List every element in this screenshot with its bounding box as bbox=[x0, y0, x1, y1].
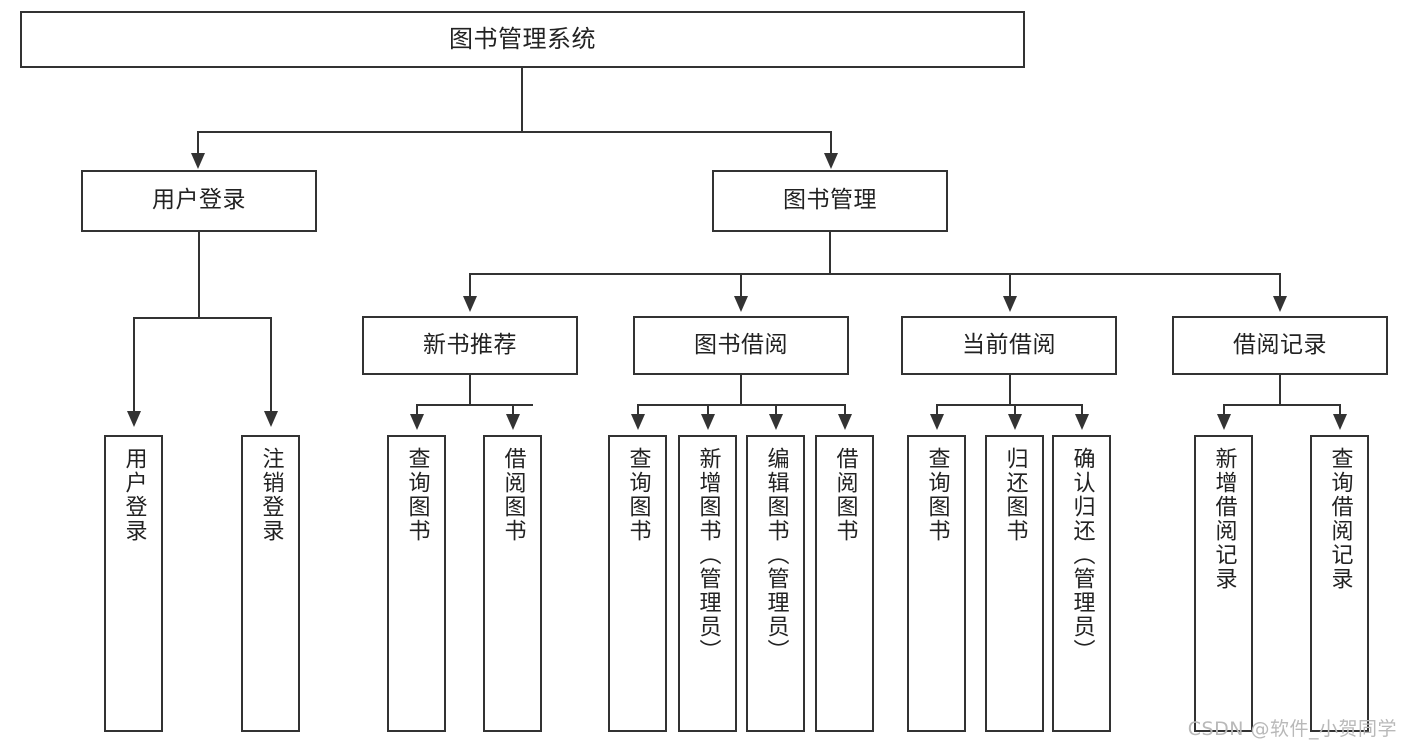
arrow-borrow-record bbox=[1273, 296, 1287, 312]
connector-drop-cb-1 bbox=[936, 404, 938, 416]
node-current-borrow[interactable]: 当前借阅 bbox=[901, 316, 1117, 375]
connector-book-mgmt-trunk bbox=[829, 232, 831, 274]
arrow-leaf-return-book bbox=[1008, 414, 1022, 430]
node-leaf-logout[interactable]: 注销登录 bbox=[241, 435, 300, 732]
node-label: 查询图书 bbox=[404, 447, 430, 543]
node-leaf-query-record[interactable]: 查询借阅记录 bbox=[1310, 435, 1369, 732]
connector-drop-bb-1 bbox=[637, 404, 639, 416]
connector-drop-current-borrow bbox=[1009, 273, 1011, 298]
connector-drop-br-2 bbox=[1339, 404, 1341, 416]
node-label: 查询图书 bbox=[625, 447, 651, 543]
connector-cb-trunk bbox=[1009, 375, 1011, 405]
node-label: 借阅图书 bbox=[500, 447, 526, 543]
node-label: 当前借阅 bbox=[962, 331, 1056, 358]
node-leaf-borrow-book-bb[interactable]: 借阅图书 bbox=[815, 435, 874, 732]
arrow-leaf-query-book-cb bbox=[930, 414, 944, 430]
node-user-login[interactable]: 用户登录 bbox=[81, 170, 317, 232]
connector-bb-trunk bbox=[740, 375, 742, 405]
node-book-management[interactable]: 图书管理 bbox=[712, 170, 948, 232]
connector-cb-bar bbox=[936, 404, 1082, 406]
connector-drop-book-borrow bbox=[740, 273, 742, 298]
arrow-leaf-user-login bbox=[127, 411, 141, 427]
arrow-leaf-query-record bbox=[1333, 414, 1347, 430]
node-label: 注销登录 bbox=[258, 447, 284, 543]
node-label: 图书管理 bbox=[783, 187, 877, 214]
node-label: 图书管理系统 bbox=[449, 25, 596, 54]
arrow-leaf-logout bbox=[264, 411, 278, 427]
node-label: 图书借阅 bbox=[694, 331, 788, 358]
connector-drop-ul-2 bbox=[270, 317, 272, 413]
connector-drop-bb-2 bbox=[707, 404, 709, 416]
arrow-leaf-query-book-bb bbox=[631, 414, 645, 430]
node-leaf-query-book-cb[interactable]: 查询图书 bbox=[907, 435, 966, 732]
node-leaf-user-login[interactable]: 用户登录 bbox=[104, 435, 163, 732]
node-leaf-query-book-bb[interactable]: 查询图书 bbox=[608, 435, 667, 732]
connector-drop-nbr-1 bbox=[416, 404, 418, 416]
connector-drop-bb-3 bbox=[775, 404, 777, 416]
arrow-leaf-query-book-nbr bbox=[410, 414, 424, 430]
connector-drop-borrow-record bbox=[1279, 273, 1281, 298]
connector-nbr-bar bbox=[416, 404, 533, 406]
node-label: 新书推荐 bbox=[423, 331, 517, 358]
arrow-new-book-recommend bbox=[463, 296, 477, 312]
node-label: 新增图书（管理员） bbox=[695, 447, 721, 663]
connector-drop-new-book bbox=[469, 273, 471, 298]
connector-drop-book-mgmt bbox=[830, 131, 832, 155]
node-leaf-add-book[interactable]: 新增图书（管理员） bbox=[678, 435, 737, 732]
node-new-book-recommend[interactable]: 新书推荐 bbox=[362, 316, 578, 375]
node-label: 用户登录 bbox=[152, 187, 246, 214]
connector-br-bar bbox=[1223, 404, 1340, 406]
node-label: 新增借阅记录 bbox=[1211, 447, 1237, 591]
arrow-leaf-add-record bbox=[1217, 414, 1231, 430]
connector-bb-bar bbox=[637, 404, 845, 406]
node-label: 借阅记录 bbox=[1233, 331, 1327, 358]
node-leaf-edit-book[interactable]: 编辑图书（管理员） bbox=[746, 435, 805, 732]
connector-user-login-trunk bbox=[198, 232, 200, 318]
connector-user-login-bar bbox=[133, 317, 272, 319]
connector-drop-br-1 bbox=[1223, 404, 1225, 416]
node-label: 借阅图书 bbox=[832, 447, 858, 543]
connector-drop-nbr-2 bbox=[512, 404, 514, 416]
connector-drop-bb-4 bbox=[844, 404, 846, 416]
node-leaf-query-book-nbr[interactable]: 查询图书 bbox=[387, 435, 446, 732]
node-label: 确认归还（管理员） bbox=[1069, 447, 1095, 663]
arrow-leaf-add-book bbox=[701, 414, 715, 430]
connector-br-trunk bbox=[1279, 375, 1281, 405]
arrow-leaf-borrow-book-bb bbox=[838, 414, 852, 430]
connector-drop-cb-2 bbox=[1014, 404, 1016, 416]
node-borrow-record[interactable]: 借阅记录 bbox=[1172, 316, 1388, 375]
connector-nbr-trunk bbox=[469, 375, 471, 405]
arrow-leaf-borrow-book-nbr bbox=[506, 414, 520, 430]
connector-drop-cb-3 bbox=[1081, 404, 1083, 416]
connector-drop-ul-1 bbox=[133, 317, 135, 413]
node-root-system[interactable]: 图书管理系统 bbox=[20, 11, 1025, 68]
arrow-book-mgmt bbox=[824, 153, 838, 169]
connector-level3-bar bbox=[469, 273, 1281, 275]
arrow-current-borrow bbox=[1003, 296, 1017, 312]
node-leaf-confirm-return[interactable]: 确认归还（管理员） bbox=[1052, 435, 1111, 732]
connector-drop-user-login bbox=[197, 131, 199, 155]
arrow-leaf-confirm-return bbox=[1075, 414, 1089, 430]
node-label: 编辑图书（管理员） bbox=[763, 447, 789, 663]
watermark-text: CSDN @软件_小贺同学 bbox=[1187, 718, 1397, 740]
arrow-leaf-edit-book bbox=[769, 414, 783, 430]
arrow-book-borrow bbox=[734, 296, 748, 312]
node-book-borrow[interactable]: 图书借阅 bbox=[633, 316, 849, 375]
node-label: 查询借阅记录 bbox=[1327, 447, 1353, 591]
node-leaf-add-record[interactable]: 新增借阅记录 bbox=[1194, 435, 1253, 732]
node-label: 用户登录 bbox=[121, 447, 147, 543]
connector-root-trunk bbox=[521, 68, 523, 132]
connector-level1-bar bbox=[197, 131, 831, 133]
arrow-user-login bbox=[191, 153, 205, 169]
node-leaf-return-book[interactable]: 归还图书 bbox=[985, 435, 1044, 732]
node-leaf-borrow-book-nbr[interactable]: 借阅图书 bbox=[483, 435, 542, 732]
node-label: 归还图书 bbox=[1002, 447, 1028, 543]
node-label: 查询图书 bbox=[924, 447, 950, 543]
